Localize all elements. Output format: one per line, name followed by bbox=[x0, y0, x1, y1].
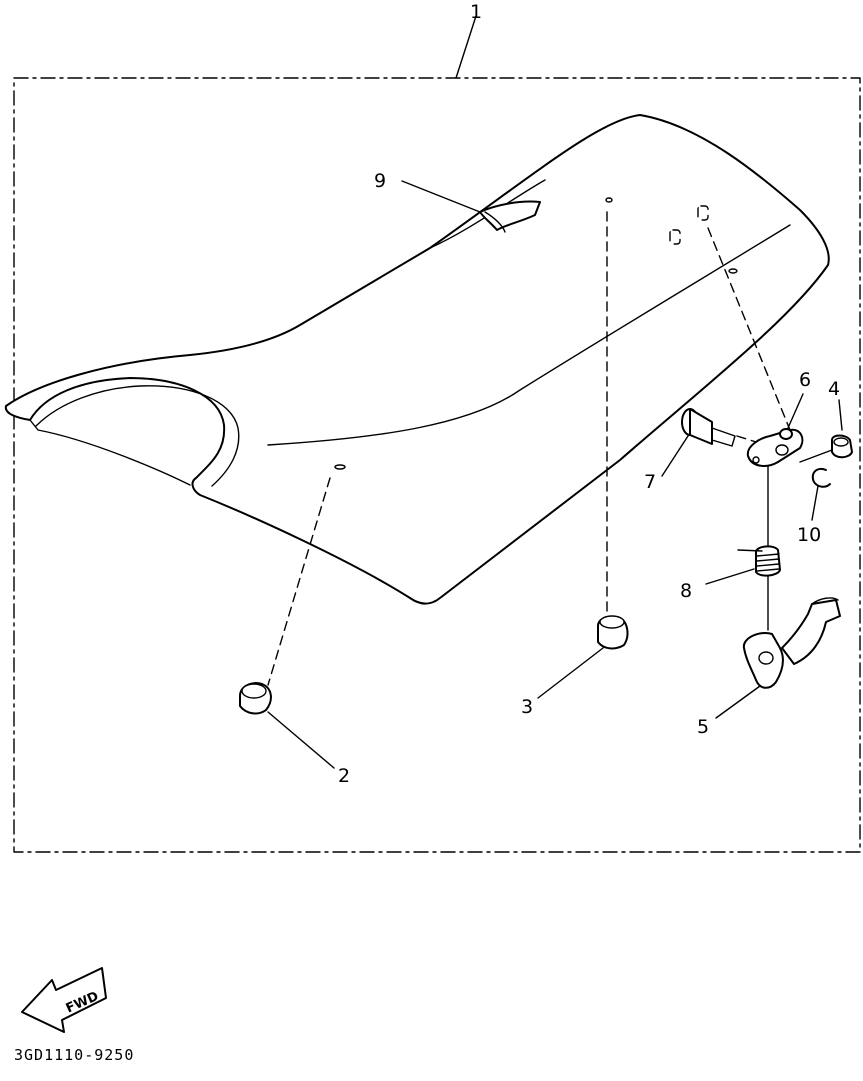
diagram-code: 3GD1110-9250 bbox=[14, 1046, 134, 1064]
label-7: 7 bbox=[644, 471, 656, 493]
leader-8 bbox=[705, 568, 755, 585]
band-part bbox=[479, 200, 541, 233]
assembly-line-2 bbox=[267, 477, 331, 686]
label-8: 8 bbox=[680, 580, 692, 602]
damper-rear-part bbox=[597, 615, 629, 650]
spring-part bbox=[737, 545, 781, 577]
label-3: 3 bbox=[521, 696, 533, 718]
label-5: 5 bbox=[697, 716, 709, 738]
label-2: 2 bbox=[338, 765, 350, 787]
seat-illustration bbox=[4, 114, 830, 605]
fwd-arrow-icon: FWD bbox=[21, 967, 107, 1033]
label-4: 4 bbox=[828, 378, 840, 400]
assembly-line-lock bbox=[707, 227, 791, 431]
leader-3 bbox=[537, 647, 604, 699]
leader-2 bbox=[267, 711, 335, 769]
leader-9 bbox=[401, 180, 481, 213]
clip-part bbox=[811, 468, 831, 488]
leader-1 bbox=[455, 15, 477, 79]
lock-bracket-part bbox=[746, 428, 804, 467]
label-6: 6 bbox=[799, 369, 811, 391]
damper-front-part bbox=[239, 682, 272, 715]
nut-part bbox=[831, 434, 853, 459]
label-9: 9 bbox=[374, 170, 386, 192]
leader-4 bbox=[838, 399, 843, 431]
fwd-label: FWD bbox=[64, 989, 101, 1017]
leader-6 bbox=[787, 393, 804, 429]
bolt-part bbox=[681, 408, 736, 447]
nut-link bbox=[799, 449, 833, 463]
label-10: 10 bbox=[797, 524, 821, 546]
mount-marks bbox=[334, 197, 738, 470]
label-1: 1 bbox=[470, 1, 482, 23]
collar-part bbox=[779, 428, 793, 440]
leader-10 bbox=[811, 485, 819, 521]
leader-7 bbox=[661, 435, 689, 477]
leader-5 bbox=[715, 685, 761, 719]
seat-lock-hook-part bbox=[742, 597, 841, 689]
